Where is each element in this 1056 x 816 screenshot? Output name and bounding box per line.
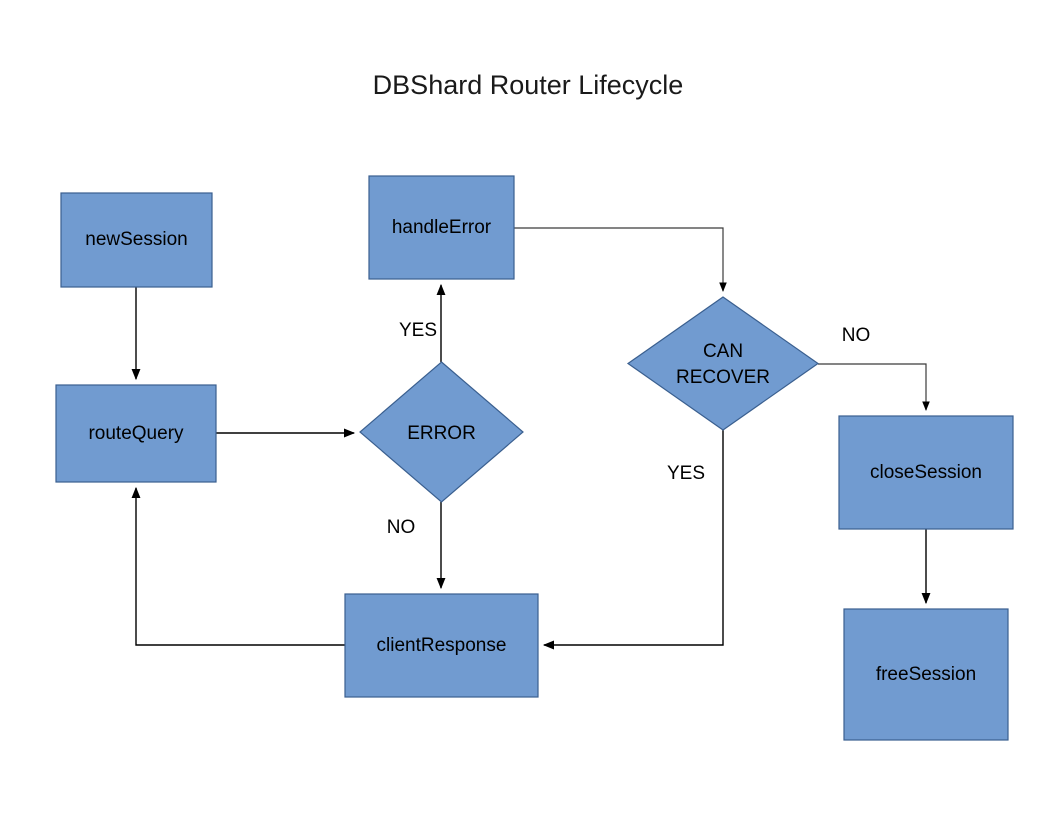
node-canRecover-label-line1: CAN [703,341,743,362]
node-closeSession-shape[interactable] [838,415,1014,530]
edge-clientResponse-routeQuery [131,486,345,646]
node-error[interactable]: ERROR [359,361,524,503]
node-closeSession-label: closeSession [870,462,982,483]
node-error-label: ERROR [407,423,476,444]
node-closeSession[interactable]: closeSession [838,415,1014,530]
node-routeQuery-shape[interactable] [55,384,217,483]
node-routeQuery[interactable]: routeQuery [55,384,217,483]
node-handleError-shape[interactable] [368,175,515,280]
node-canRecover-shape[interactable] [626,296,820,431]
edge-canRecover-clientResponse [542,430,724,650]
edge-handleError-canRecover [514,227,727,292]
node-newSession[interactable]: newSession [60,192,213,288]
edge-label-recover-yes: YES [667,463,705,484]
node-newSession-label: newSession [85,229,187,250]
node-canRecover[interactable]: CAN RECOVER [626,296,820,431]
edge-canRecover-closeSession [818,363,930,411]
node-freeSession-label: freeSession [876,664,976,685]
node-freeSession[interactable]: freeSession [843,608,1009,741]
node-clientResponse[interactable]: clientResponse [344,593,539,698]
edge-label-error-yes: YES [399,320,437,341]
node-newSession-shape[interactable] [60,192,213,288]
nodes-layer: newSession routeQuery handleError ERROR … [55,175,1014,741]
edge-label-error-no: NO [387,517,416,538]
diagram-title: DBShard Router Lifecycle [373,70,684,100]
node-canRecover-label-line2: RECOVER [676,367,770,388]
node-handleError-label: handleError [392,217,492,238]
edge-labels-layer: YES NO YES NO [387,320,871,538]
node-clientResponse-label: clientResponse [377,635,507,656]
node-error-shape[interactable] [359,361,524,503]
edges-layer [131,227,931,650]
node-handleError[interactable]: handleError [368,175,515,280]
node-freeSession-shape[interactable] [843,608,1009,741]
edge-label-recover-no: NO [842,325,871,346]
node-routeQuery-label: routeQuery [88,423,184,444]
node-clientResponse-shape[interactable] [344,593,539,698]
